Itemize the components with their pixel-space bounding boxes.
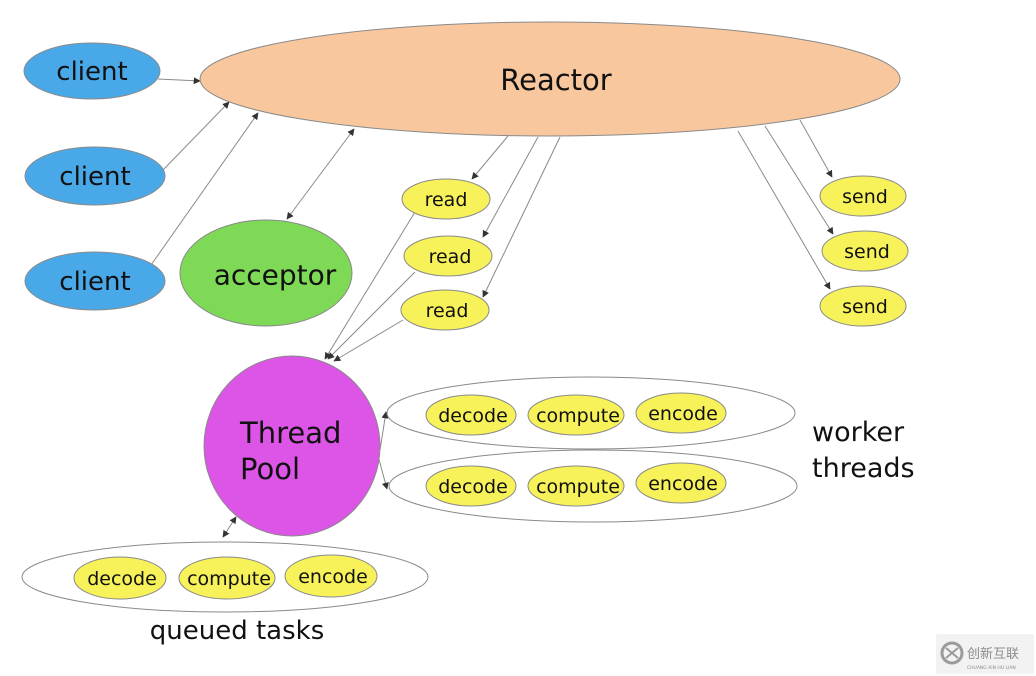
edge-reactor-send2: [764, 125, 834, 235]
read-label: read: [426, 300, 469, 322]
task-label-encode: encode: [648, 473, 718, 495]
task-label-compute: compute: [536, 476, 620, 498]
edge-pool-worker-row1: [379, 411, 389, 451]
task-label-decode: decode: [438, 405, 508, 427]
thread-pool-label-line1: Thread: [239, 416, 341, 450]
edge-reactor-send3: [737, 130, 831, 290]
watermark-brand: 创新互联: [967, 646, 1019, 662]
task-label-decode: decode: [438, 476, 508, 498]
client-node: client: [23, 42, 161, 100]
send-node: send: [819, 285, 907, 327]
client-label: client: [59, 162, 130, 192]
edge-client2-reactor: [162, 101, 230, 171]
acceptor-label: acceptor: [214, 259, 337, 292]
acceptor-node: acceptor: [179, 219, 353, 327]
task-label-compute: compute: [187, 568, 271, 590]
send-node: send: [821, 230, 909, 272]
reactor-label: Reactor: [500, 63, 612, 97]
edge-reactor-send1: [799, 119, 833, 178]
edge-reactor-read1: [471, 135, 509, 180]
edge-read3-pool: [333, 319, 404, 362]
thread-pool-node: Thread Pool: [203, 355, 381, 537]
watermark-logo-icon: [940, 641, 964, 665]
task-label-encode: encode: [648, 403, 718, 425]
edge-reactor-read2: [482, 136, 539, 238]
worker-thread-row: decode compute encode: [386, 376, 796, 450]
client-node: client: [24, 146, 166, 206]
edge-read1-pool: [324, 211, 416, 360]
thread-pool-label-line2: Pool: [240, 452, 300, 486]
worker-thread-row: decode compute encode: [388, 449, 798, 523]
send-label: send: [844, 241, 890, 263]
read-node: read: [403, 235, 493, 277]
edge-reactor-read3: [482, 136, 561, 298]
edge-client1-reactor: [157, 77, 201, 85]
worker-threads-label-line2: threads: [812, 453, 915, 484]
edge-reactor-acceptor: [286, 128, 355, 220]
queued-tasks-label: queued tasks: [150, 616, 325, 646]
send-label: send: [842, 186, 888, 208]
send-label: send: [842, 296, 888, 318]
send-node: send: [819, 175, 907, 217]
client-label: client: [59, 267, 130, 297]
queued-tasks-row: decode compute encode: [21, 541, 429, 613]
edge-client3-reactor: [150, 112, 259, 266]
edge-pool-queue: [222, 516, 237, 538]
watermark-logo-mark: [945, 647, 959, 659]
read-label: read: [425, 189, 468, 211]
watermark-subtitle: CHUANG XIN HU LIAN: [967, 665, 1016, 671]
edge-read2-pool: [327, 271, 416, 360]
client-node: client: [24, 251, 166, 311]
client-label: client: [56, 57, 127, 87]
read-label: read: [429, 246, 472, 268]
read-node: read: [400, 289, 490, 331]
edges: [150, 77, 834, 538]
reactor-node: Reactor: [199, 21, 901, 137]
task-label-encode: encode: [298, 566, 368, 588]
worker-threads-label-line1: worker: [812, 417, 905, 448]
task-label-compute: compute: [536, 405, 620, 427]
read-node: read: [401, 178, 491, 220]
task-label-decode: decode: [87, 568, 157, 590]
watermark: 创新互联 CHUANG XIN HU LIAN: [936, 634, 1034, 674]
